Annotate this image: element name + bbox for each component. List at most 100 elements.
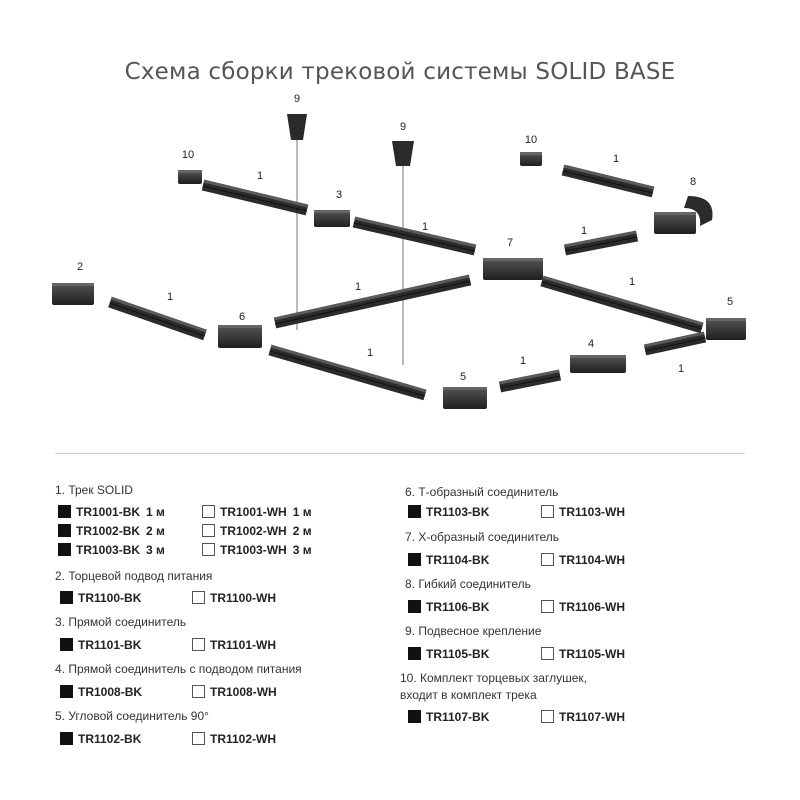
callout-track: 1 — [520, 355, 526, 367]
black-swatch — [60, 685, 73, 698]
white-swatch — [541, 553, 554, 566]
black-swatch — [58, 524, 71, 537]
callout-t-conn: 6 — [239, 311, 245, 323]
white-swatch — [202, 524, 215, 537]
callout-suspension: 9 — [294, 93, 300, 105]
callout-end-caps: 10 — [182, 149, 194, 161]
callout-corner: 5 — [727, 296, 733, 308]
callout-x-conn: 7 — [507, 237, 513, 249]
white-swatch — [541, 647, 554, 660]
option-white: TR1106-WH — [541, 600, 625, 614]
article-code-black: TR1104-BK — [426, 553, 490, 567]
option-black: TR1008-BK — [60, 685, 142, 699]
callout-track: 1 — [581, 225, 587, 237]
suspension-canopy — [287, 114, 307, 140]
article-code-white: TR1100-WH — [210, 591, 277, 605]
track-segment — [643, 331, 707, 356]
callout-corner: 5 — [460, 371, 466, 383]
legend-heading: 4. Прямой соединитель с подводом питания — [55, 662, 302, 676]
white-swatch — [192, 732, 205, 745]
track-length: 3 м — [292, 543, 312, 557]
option-black: TR1003-BK 3 м — [58, 543, 165, 557]
option-white: TR1100-WH — [192, 591, 276, 605]
track-segment — [201, 179, 309, 216]
white-swatch — [541, 710, 554, 723]
option-black: TR1001-BK 1 м — [58, 505, 165, 519]
legend-heading: 10. Комплект торцевых заглушек, входит в… — [400, 671, 587, 702]
track-segment — [561, 164, 655, 198]
black-swatch — [58, 505, 71, 518]
article-code-black: TR1103-BK — [426, 505, 490, 519]
callout-suspension: 9 — [400, 121, 406, 133]
legend-heading: 8. Гибкий соединитель — [405, 577, 531, 591]
option-white: TR1105-WH — [541, 647, 625, 661]
option-black: TR1107-BK — [408, 710, 489, 724]
black-swatch — [60, 591, 73, 604]
callout-track: 1 — [367, 347, 373, 359]
callout-straight: 3 — [336, 189, 342, 201]
legend-heading: 9. Подвесное крепление — [405, 624, 542, 638]
option-white: TR1104-WH — [541, 553, 625, 567]
option-black: TR1103-BK — [408, 505, 489, 519]
callout-track: 1 — [167, 291, 173, 303]
end-cap — [520, 152, 542, 166]
track-segment — [498, 369, 562, 393]
white-swatch — [202, 505, 215, 518]
legend-heading: 7. Х-образный соединитель — [405, 530, 560, 544]
white-swatch — [192, 591, 205, 604]
white-swatch — [202, 543, 215, 556]
option-black: TR1105-BK — [408, 647, 489, 661]
option-white: TR1001-WH 1 м — [202, 505, 312, 519]
track-length: 1 м — [292, 505, 312, 519]
article-code-white: TR1008-WH — [210, 685, 277, 699]
article-code-black: TR1008-BK — [78, 685, 143, 699]
track-length: 3 м — [146, 543, 165, 557]
black-swatch — [408, 600, 421, 613]
page-title: Схема сборки трековой системы SOLID BASE — [124, 59, 676, 86]
article-code-black: TR1101-BK — [78, 638, 142, 652]
divider — [55, 453, 745, 454]
article-code-white: TR1001-WH — [220, 505, 287, 519]
legend-heading: 6. Т-образный соединитель — [405, 485, 559, 499]
black-swatch — [408, 553, 421, 566]
callout-track: 1 — [355, 281, 361, 293]
article-code-white: TR1104-WH — [559, 553, 626, 567]
flexible-connector — [654, 212, 696, 234]
track-segment — [563, 230, 639, 256]
track-length: 1 м — [146, 505, 165, 519]
article-code-white: TR1107-WH — [559, 710, 626, 724]
white-swatch — [192, 685, 205, 698]
t-x-connector — [483, 258, 543, 280]
track-segment — [273, 274, 472, 329]
article-code-black: TR1102-BK — [78, 732, 142, 746]
article-code-black: TR1001-BK — [76, 505, 141, 519]
black-swatch — [408, 710, 421, 723]
option-white: TR1008-WH — [192, 685, 277, 699]
track-length: 2 м — [146, 524, 165, 538]
white-swatch — [541, 600, 554, 613]
track-length: 2 м — [292, 524, 312, 538]
option-black: TR1104-BK — [408, 553, 489, 567]
article-code-black: TR1105-BK — [426, 647, 490, 661]
straight-feed-connector — [570, 355, 626, 373]
suspension-canopy — [392, 141, 414, 166]
white-swatch — [541, 505, 554, 518]
option-black: TR1106-BK — [408, 600, 489, 614]
option-white: TR1003-WH 3 м — [202, 543, 312, 557]
callout-track: 1 — [613, 153, 619, 165]
article-code-white: TR1003-WH — [220, 543, 287, 557]
article-code-black: TR1003-BK — [76, 543, 141, 557]
article-code-white: TR1101-WH — [210, 638, 277, 652]
track-segment — [108, 296, 207, 341]
straight-connector — [314, 210, 350, 227]
article-code-white: TR1105-WH — [559, 647, 626, 661]
article-code-black: TR1107-BK — [426, 710, 490, 724]
option-white: TR1102-WH — [192, 732, 276, 746]
callout-track: 1 — [257, 170, 263, 182]
legend-heading: 5. Угловой соединитель 90° — [55, 709, 209, 723]
option-black: TR1101-BK — [60, 638, 141, 652]
option-white: TR1101-WH — [192, 638, 276, 652]
track-segment — [540, 275, 704, 334]
